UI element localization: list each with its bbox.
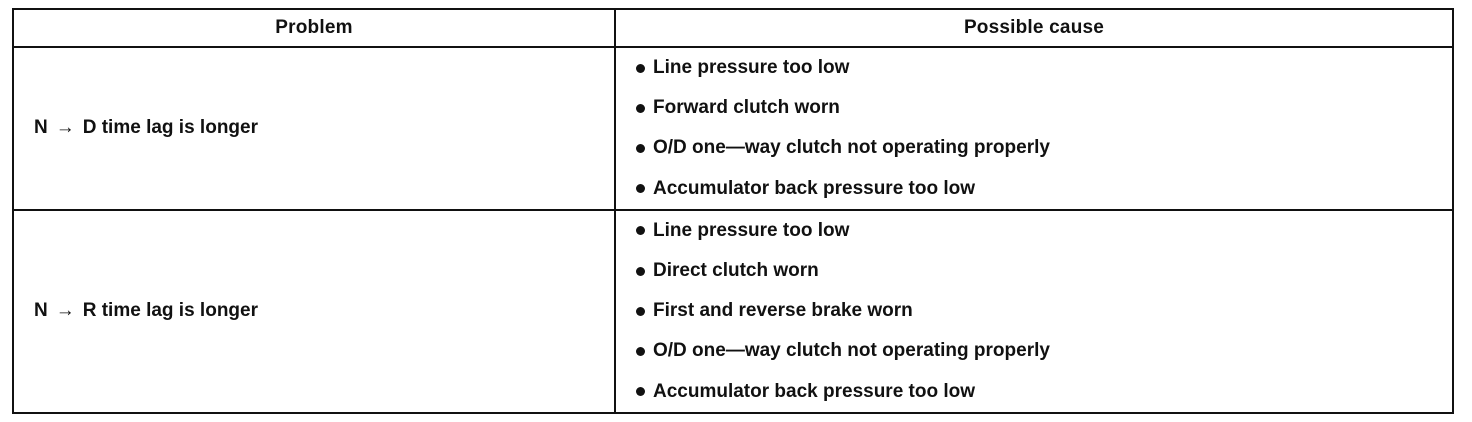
cause-text: Accumulator back pressure too low — [653, 177, 976, 199]
table-header-row: Problem Possible cause — [12, 8, 1454, 48]
list-item: Accumulator back pressure too low — [636, 169, 1452, 209]
right-arrow-icon: → — [55, 117, 75, 139]
possible-cause-header: Possible cause — [614, 8, 1454, 48]
problem-header: Problem — [12, 8, 616, 48]
cause-text: O/D one—way clutch not operating properl… — [653, 137, 1050, 159]
cause-text: Forward clutch worn — [653, 97, 840, 119]
cause-cell: Line pressure too low Direct clutch worn… — [614, 208, 1454, 414]
cause-list: Line pressure too low Direct clutch worn… — [636, 211, 1452, 412]
cause-text: Line pressure too low — [653, 219, 850, 241]
problem-cell: N → R time lag is longer — [12, 208, 616, 414]
list-item: Line pressure too low — [636, 211, 1452, 251]
list-item: Direct clutch worn — [636, 251, 1452, 291]
table-row-n-to-d: N → D time lag is longer Line pressure too… — [12, 46, 1454, 211]
bullet-icon — [636, 266, 645, 276]
list-item: Forward clutch worn — [636, 88, 1452, 128]
bullet-icon — [636, 103, 645, 113]
problem-text: R time lag is longer — [82, 300, 258, 322]
bullet-icon — [636, 387, 645, 397]
list-item: First and reverse brake worn — [636, 291, 1452, 331]
bullet-icon — [636, 63, 645, 73]
cause-text: First and reverse brake worn — [653, 300, 913, 322]
cause-cell: Line pressure too low Forward clutch wor… — [614, 46, 1454, 211]
bullet-icon — [636, 184, 645, 194]
bullet-icon — [636, 306, 645, 316]
cause-text: Line pressure too low — [653, 57, 850, 79]
cause-text: Accumulator back pressure too low — [653, 380, 976, 402]
problem-from-gear: N — [34, 117, 48, 139]
list-item: Accumulator back pressure too low — [636, 372, 1452, 412]
cause-list: Line pressure too low Forward clutch wor… — [636, 48, 1452, 209]
cause-text: Direct clutch worn — [653, 260, 819, 282]
bullet-icon — [636, 226, 645, 236]
list-item: O/D one—way clutch not operating properl… — [636, 128, 1452, 168]
problem-from-gear: N — [34, 300, 48, 322]
right-arrow-icon: → — [55, 300, 75, 322]
bullet-icon — [636, 143, 645, 153]
bullet-icon — [636, 346, 645, 356]
table-row-n-to-r: N → R time lag is longer Line pressure too… — [12, 208, 1454, 414]
list-item: O/D one—way clutch not operating properl… — [636, 331, 1452, 371]
list-item: Line pressure too low — [636, 48, 1452, 88]
problem-cell: N → D time lag is longer — [12, 46, 616, 211]
troubleshooting-table: Problem Possible cause N → D time lag is l… — [12, 8, 1454, 414]
problem-text: D time lag is longer — [82, 117, 258, 139]
cause-text: O/D one—way clutch not operating properl… — [653, 340, 1050, 362]
